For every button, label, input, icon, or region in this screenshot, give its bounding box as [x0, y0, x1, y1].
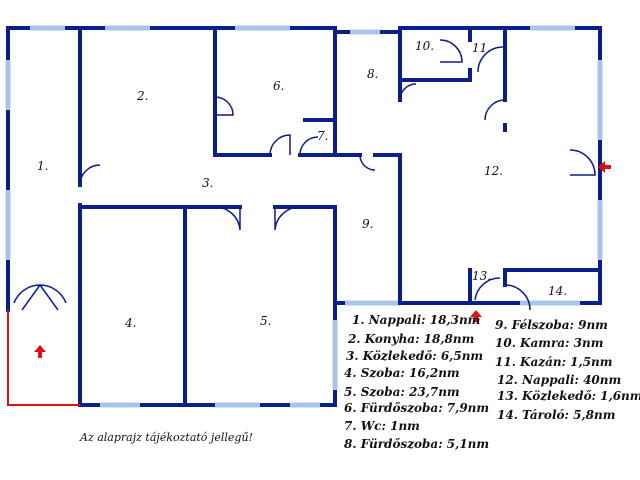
legend-item: 3. Közlekedő: 6,5nm	[346, 349, 484, 363]
legend-item: 9. Félszoba: 9nm	[495, 318, 608, 332]
room-number: 11.	[472, 41, 491, 55]
legend-item: 2. Konyha: 18,8nm	[348, 332, 475, 346]
room-number: 13.	[472, 269, 491, 283]
legend-item: 6. Fürdőszoba: 7,9nm	[344, 401, 490, 415]
disclaimer-note: Az alaprajz tájékoztató jellegű!	[80, 431, 253, 444]
room-number: 1.	[37, 159, 48, 173]
legend-item: 4. Szoba: 16,2nm	[344, 366, 460, 380]
room-number: 2.	[136, 89, 148, 103]
windows	[5, 25, 603, 408]
room-number: 14.	[548, 284, 567, 298]
room-number: 5.	[260, 314, 271, 328]
legend-item: 8. Fürdőszoba: 5,1nm	[344, 437, 490, 451]
legend-item: 13. Közlekedő: 1,6nm	[497, 389, 640, 403]
room-number: 12.	[484, 164, 503, 178]
room-number: 3.	[202, 176, 213, 190]
legend-item: 5. Szoba: 23,7nm	[344, 385, 460, 399]
room-number: 7.	[317, 129, 328, 143]
room-number: 8.	[367, 67, 378, 81]
legend-item: 11. Kazán: 1,5nm	[495, 355, 613, 369]
room-numbers: 1. 2. 3. 4. 5. 6. 7. 8. 9. 10. 11. 12. 1…	[37, 39, 567, 330]
legend-item: 12. Nappali: 40nm	[497, 373, 622, 387]
room-number: 6.	[273, 79, 284, 93]
entrance-porch	[7, 161, 611, 406]
interior-walls	[78, 26, 602, 407]
legend-item: 14. Tároló: 5,8nm	[497, 408, 616, 422]
room-number: 4.	[124, 316, 136, 330]
room-number: 9.	[362, 217, 373, 231]
room-number: 10.	[415, 39, 434, 53]
legend-item: 10. Kamra: 3nm	[495, 336, 604, 350]
legend-item: 7. Wc: 1nm	[344, 419, 420, 433]
doors	[13, 39, 596, 311]
legend-item: 1. Nappali: 18,3nm	[352, 313, 481, 327]
